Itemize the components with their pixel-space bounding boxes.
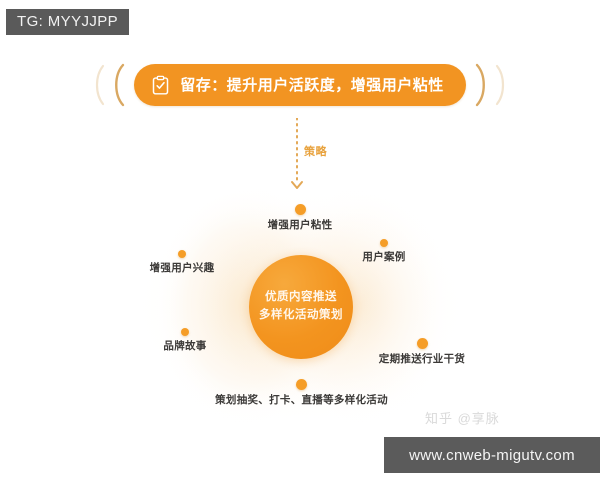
core-circle: 优质内容推送 多样化活动策划 — [249, 255, 353, 359]
bracket-outer-left-icon — [96, 64, 105, 106]
node-dot — [416, 338, 428, 349]
bracket-outer-right-icon — [495, 64, 504, 106]
node-label: 品牌故事 — [163, 340, 207, 352]
node-dot — [178, 250, 186, 258]
node-right: 用户案例 — [327, 239, 441, 264]
bracket-inner-left-icon — [115, 63, 125, 107]
retention-banner: 留存：提升用户活跃度，增强用户粘性 — [134, 64, 466, 106]
banner-row: 留存：提升用户活跃度，增强用户粘性 — [0, 58, 600, 112]
corner-tag: TG: MYYJJPP — [6, 9, 130, 36]
node-dot — [296, 379, 307, 390]
node-label: 用户案例 — [362, 251, 406, 263]
node-dot — [181, 328, 189, 336]
watermark: 知乎 @享脉 — [425, 411, 500, 426]
core-line-1: 优质内容推送 — [265, 291, 337, 304]
strategy-arrow: 策略 — [276, 118, 336, 200]
url-bar: www.cnweb-migutv.com — [384, 437, 600, 473]
node-lower-left: 品牌故事 — [139, 328, 231, 353]
node-dot — [380, 239, 388, 247]
banner-text: 留存：提升用户活跃度，增强用户粘性 — [180, 76, 444, 94]
dotted-arrow-icon — [291, 118, 303, 189]
node-bottom: 策划抽奖、打卡、直播等多样化活动 — [199, 379, 404, 407]
node-top: 增强用户粘性 — [243, 204, 357, 232]
node-label: 策划抽奖、打卡、直播等多样化活动 — [215, 394, 388, 406]
strategy-arrow-label: 策略 — [304, 146, 328, 158]
core-line-2: 多样化活动策划 — [259, 309, 343, 321]
node-lower-right: 定期推送行业干货 — [352, 338, 492, 366]
node-label: 定期推送行业干货 — [378, 353, 466, 365]
clipboard-check-icon — [152, 75, 169, 95]
bracket-inner-right-icon — [475, 63, 485, 107]
node-left: 增强用户兴趣 — [125, 250, 239, 275]
node-dot — [294, 204, 306, 215]
node-label: 增强用户粘性 — [267, 219, 333, 231]
node-label: 增强用户兴趣 — [149, 262, 215, 274]
